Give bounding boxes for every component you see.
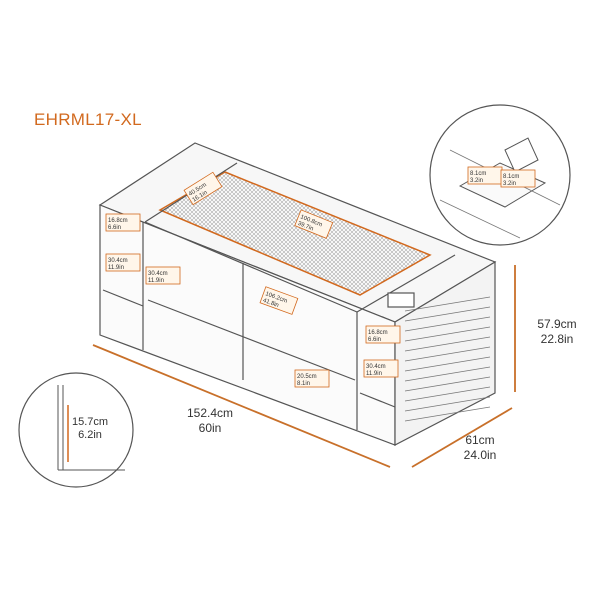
small-label-cm: 30.4cm	[366, 364, 386, 370]
length-in: 60in	[198, 421, 222, 435]
model-number: EHRML17-XL	[34, 110, 142, 129]
slat-line	[404, 306, 491, 322]
small-label-cm: 30.4cm	[148, 271, 168, 277]
depth-label: 61cm 24.0in	[445, 433, 515, 463]
slat-line	[404, 366, 491, 382]
slat-line	[404, 396, 491, 412]
depth-dimension-line	[411, 407, 513, 468]
small-label-cm: 20.5cm	[297, 374, 317, 380]
slat-line	[404, 296, 491, 312]
small-label-cm: 8.1cm	[503, 174, 519, 180]
slat-line	[404, 336, 491, 352]
small-label-in: 11.9in	[108, 265, 124, 271]
small-label-in: 8.1in	[297, 381, 310, 387]
slat-line	[404, 326, 491, 342]
slat-line	[404, 386, 491, 402]
depth-in: 24.0in	[463, 448, 497, 462]
small-label-in: 11.9in	[366, 371, 382, 377]
detail-height-cm: 15.7cm	[71, 416, 109, 428]
small-label-cm: 16.8cm	[108, 218, 128, 224]
dimension-lines	[92, 265, 516, 468]
small-label-cm: 8.1cm	[470, 171, 486, 177]
small-label-in: 3.2in	[470, 178, 483, 184]
height-cm: 57.9cm	[537, 317, 577, 331]
small-label-in: 6.6in	[108, 225, 121, 231]
slat-line	[404, 346, 491, 362]
slat-line	[404, 316, 491, 332]
length-label: 152.4cm 60in	[175, 406, 245, 436]
side-face	[394, 260, 496, 446]
small-dimension-labels: 40.5cm16.1in100.8cm39.7in16.8cm6.6in30.4…	[105, 166, 536, 388]
slat-line	[404, 376, 491, 392]
control-lid	[387, 292, 415, 308]
side-slats	[404, 296, 491, 422]
inset-edge-detail	[18, 372, 134, 488]
small-label-in: 11.9in	[148, 278, 164, 284]
small-label-in: 6.6in	[368, 337, 381, 343]
small-label-in: 41.8in	[262, 298, 279, 309]
small-label-in: 3.2in	[503, 181, 516, 187]
detail-height-in: 6.2in	[78, 429, 102, 441]
small-label-in: 39.7in	[297, 221, 314, 233]
slat-line	[404, 356, 491, 372]
detail-height-label: 15.7cm 6.2in	[68, 416, 112, 442]
length-dimension-line	[92, 344, 391, 468]
small-label-cm: 16.8cm	[368, 330, 388, 336]
depth-cm: 61cm	[465, 433, 495, 447]
height-in: 22.8in	[540, 332, 574, 346]
small-label-cm: 30.4cm	[108, 258, 128, 264]
slat-line	[404, 406, 491, 422]
height-label: 57.9cm 22.8in	[522, 317, 592, 347]
length-cm: 152.4cm	[186, 406, 234, 420]
